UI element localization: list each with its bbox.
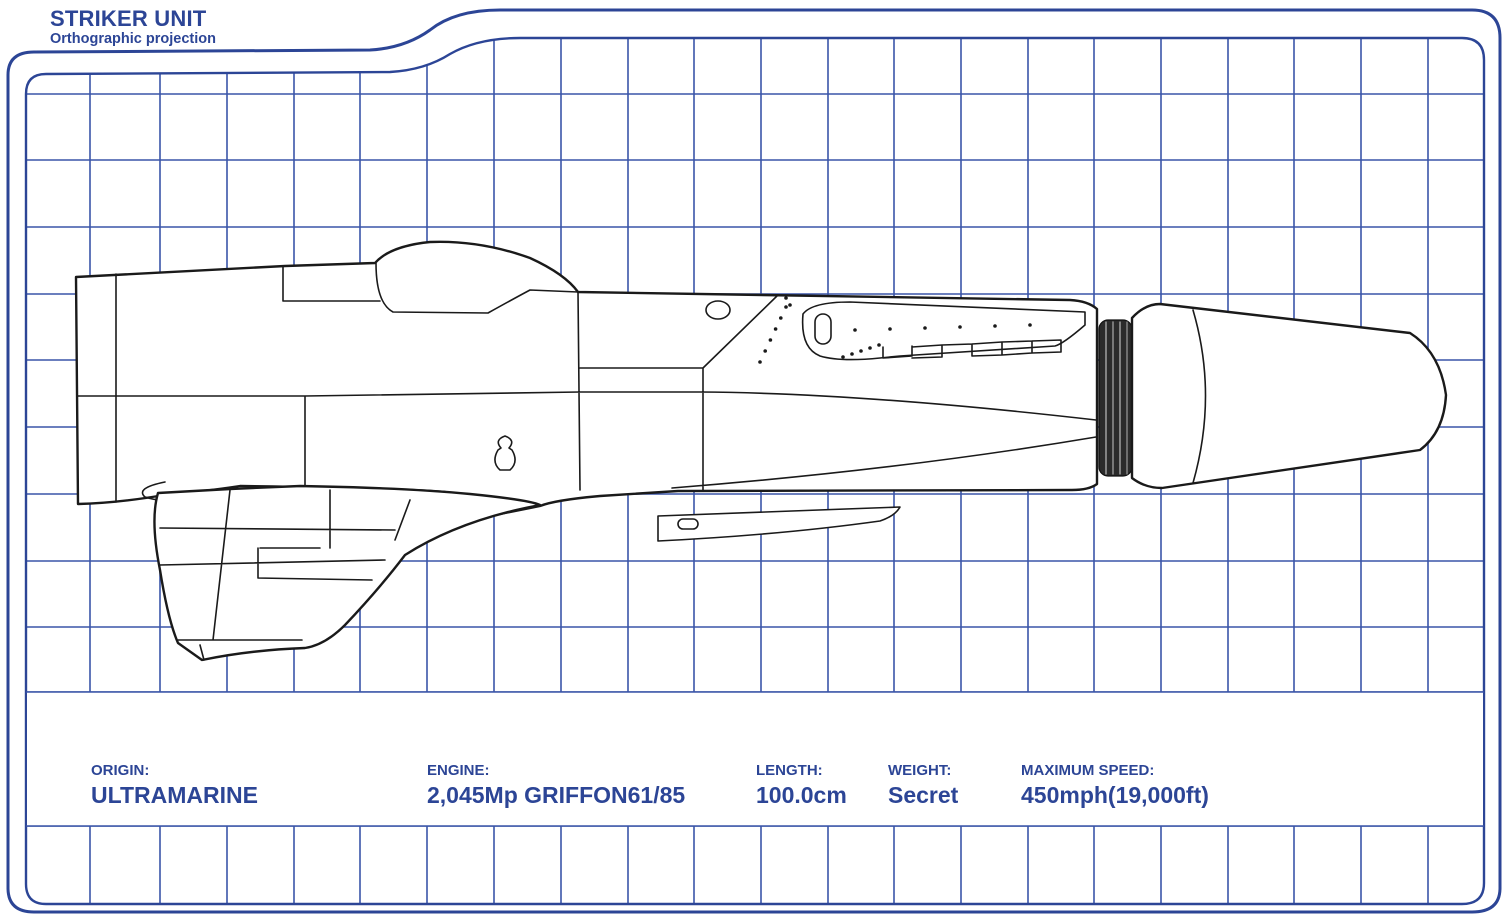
spec-max-speed-value: 450mph(19,000ft) <box>1021 782 1209 808</box>
spec-origin: ORIGIN: ULTRAMARINE <box>91 762 258 809</box>
rivet <box>1028 323 1032 327</box>
oval-hatch <box>705 300 731 320</box>
rivet <box>923 326 927 330</box>
rivet-dots <box>758 296 1032 364</box>
page-subtitle: Orthographic projection <box>50 31 216 47</box>
rivet <box>877 343 881 347</box>
canopy <box>375 262 579 314</box>
spec-origin-value: ULTRAMARINE <box>91 782 258 808</box>
rivet <box>868 346 872 350</box>
ring-joint <box>1098 319 1133 477</box>
rivet <box>768 338 773 342</box>
rivet <box>859 349 863 353</box>
spec-weight: WEIGHT: Secret <box>888 762 958 809</box>
spec-max-speed-label: MAXIMUM SPEED: <box>1021 762 1155 779</box>
intake-fairing <box>801 301 1086 361</box>
outer-frame <box>6 8 1502 914</box>
spec-weight-value: Secret <box>888 782 959 808</box>
belly-hatch <box>677 518 699 530</box>
rivet <box>958 325 962 329</box>
spec-engine-value: 2,045Mp GRIFFON61/85 <box>427 782 686 808</box>
nose-panel-line <box>1192 309 1207 484</box>
rivet <box>888 327 892 331</box>
nose-cone <box>1130 302 1448 490</box>
spec-max-speed: MAXIMUM SPEED: 450mph(19,000ft) <box>1021 762 1209 809</box>
rivet <box>779 316 783 320</box>
page-title: STRIKER UNIT <box>50 6 207 31</box>
rivet <box>758 360 762 364</box>
rivet <box>841 355 845 359</box>
spec-engine: ENGINE: 2,045Mp GRIFFON61/85 <box>427 762 685 809</box>
vent-row <box>882 339 1062 359</box>
rivet <box>850 352 854 356</box>
lug <box>494 435 516 471</box>
spec-origin-label: ORIGIN: <box>91 762 150 779</box>
inner-frame <box>24 36 1486 906</box>
rivet <box>853 328 857 332</box>
panel-lines <box>77 273 1097 503</box>
spec-engine-label: ENGINE: <box>427 762 490 779</box>
striker-unit-drawing <box>74 240 1448 662</box>
spec-band <box>27 692 1483 826</box>
ventral-fin <box>153 484 542 662</box>
spec-length-value: 100.0cm <box>756 782 847 808</box>
spec-length: LENGTH: 100.0cm <box>756 762 847 809</box>
spec-length-label: LENGTH: <box>756 762 823 779</box>
fuselage-outline <box>74 240 1099 520</box>
rivet <box>773 327 778 331</box>
rivet <box>788 303 792 307</box>
spec-weight-label: WEIGHT: <box>888 762 952 779</box>
intake-window <box>814 313 832 345</box>
belly-pod <box>657 506 901 542</box>
rivet <box>763 349 767 353</box>
rivet <box>784 296 788 300</box>
canopy-frame <box>282 266 381 302</box>
fin-panel-lines <box>159 489 411 661</box>
rivet <box>784 305 788 309</box>
rivet <box>993 324 997 328</box>
